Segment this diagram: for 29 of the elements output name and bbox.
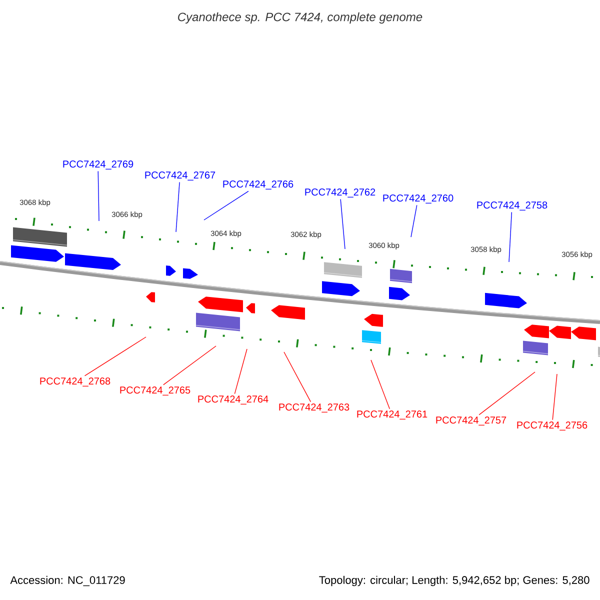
leader-line	[204, 190, 249, 220]
gene-label: PCC7424_2757	[436, 416, 506, 426]
gene-label: PCC7424_2766	[223, 180, 294, 190]
leader-line	[478, 372, 536, 416]
gene-label: PCC7424_2765	[120, 386, 190, 396]
gene-label: PCC7424_2769	[63, 160, 134, 170]
gene-label: PCC7424_2761	[357, 410, 428, 420]
gene-label: PCC7424_2763	[279, 404, 350, 412]
leader-line	[163, 346, 216, 386]
gene-label: PCC7424_2768	[40, 378, 110, 386]
leader-line	[370, 360, 390, 410]
gene-label: PCC7424_2767	[145, 172, 216, 180]
leader-line	[234, 348, 248, 394]
leader-line	[176, 182, 180, 232]
gene-label: PCC7424_2762	[305, 188, 376, 198]
accession-label: Accession: NC_011729	[10, 576, 125, 586]
leader-line	[552, 374, 558, 420]
leader-line	[508, 212, 512, 262]
gene-label: PCC7424_2756	[517, 422, 588, 430]
leader-line	[410, 204, 418, 238]
title: Cyanothece sp. PCC 7424, complete genome	[178, 12, 422, 24]
leader-line	[284, 352, 312, 402]
gene-label: PCC7424_2760	[383, 194, 454, 204]
genome-summary: Topology: circular; Length: 5,942,652 bp; Genes: 5,280	[319, 576, 590, 586]
gene-label: PCC7424_2758	[477, 202, 548, 210]
leader-line	[340, 198, 346, 250]
leader-line	[84, 336, 146, 376]
leader-line	[98, 170, 100, 222]
gene-label: PCC7424_2764	[198, 396, 268, 404]
